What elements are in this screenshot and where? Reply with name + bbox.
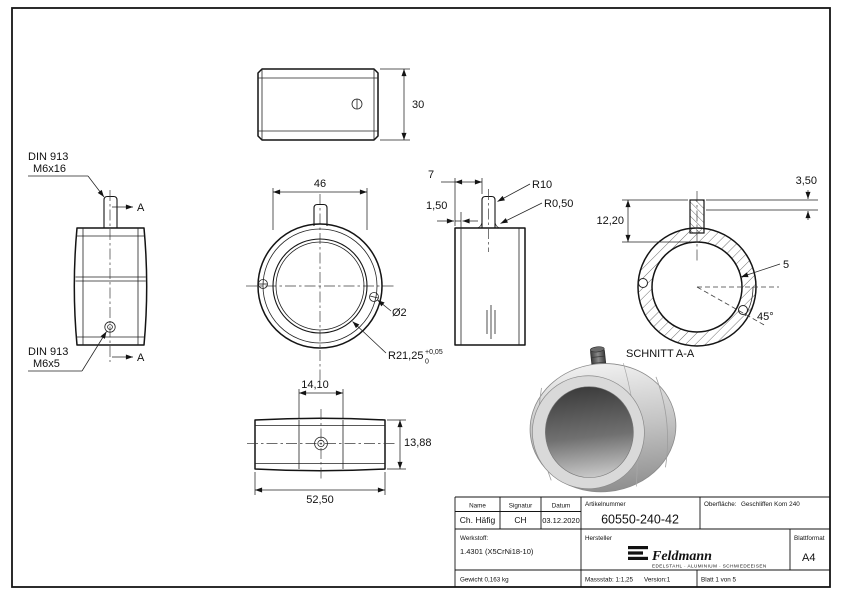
version-value: Version:1 bbox=[644, 577, 671, 584]
date-value: 03.12.2020 bbox=[542, 516, 580, 525]
section-hole-left bbox=[638, 278, 648, 288]
weight-value: Gewicht 0,163 kg bbox=[460, 577, 509, 584]
view-side: 7 1,50 R10 R0,50 bbox=[426, 169, 573, 346]
dim-5-label: 5 bbox=[783, 259, 789, 271]
article-number-label: Artikelnummer bbox=[585, 501, 626, 508]
r050-label: R0,50 bbox=[544, 198, 573, 210]
date-label: Datum bbox=[552, 503, 571, 510]
view-front-left: DIN 913 M6x16 A DIN 913 M6x5 A bbox=[28, 151, 148, 372]
sheet-format-label: Blattformat bbox=[794, 535, 825, 542]
section-title: SCHNITT A-A bbox=[626, 348, 695, 360]
view-top: 30 bbox=[257, 68, 424, 141]
section-hole-right bbox=[738, 305, 748, 315]
dim-45-label: 45° bbox=[757, 311, 774, 323]
dim-52-50: 52,50 bbox=[254, 472, 386, 506]
sheet-number-value: Blatt 1 von 5 bbox=[701, 577, 737, 584]
dim-14-10: 14,10 bbox=[298, 379, 344, 418]
logo-subtext: EDELSTAHL · ALUMINIUM · SCHMIEDEEISEN bbox=[652, 564, 767, 569]
callout-r050: R0,50 bbox=[500, 198, 573, 224]
dim-5250-label: 52,50 bbox=[306, 494, 334, 506]
dim-12-20: 12,20 bbox=[596, 199, 693, 243]
r10-label: R10 bbox=[532, 179, 552, 191]
surface-label: Oberfläche: bbox=[704, 501, 737, 508]
callout-din913-m6x16: DIN 913 M6x16 bbox=[28, 151, 105, 198]
dim-1388-label: 13,88 bbox=[404, 437, 432, 449]
din-bottom-label-1: DIN 913 bbox=[28, 346, 68, 358]
3d-bore bbox=[545, 386, 634, 478]
screw-hole-bottom bbox=[314, 436, 328, 451]
sheet-border bbox=[11, 7, 831, 588]
dim-46: 46 bbox=[272, 178, 368, 230]
name-label: Name bbox=[469, 503, 486, 510]
dim-13-88: 13,88 bbox=[387, 419, 432, 470]
dim-r2125-label: R21,25 bbox=[388, 350, 423, 362]
signature-value: CH bbox=[514, 515, 526, 525]
din-top-label-1: DIN 913 bbox=[28, 151, 68, 163]
view-front-circle: 46 Ø2 R21,25 +0,05 0 bbox=[246, 178, 443, 380]
view-bottom: 14,10 13,88 52,50 bbox=[247, 379, 432, 506]
section-label-bottom: A bbox=[137, 352, 145, 364]
material-value: 1.4301 (X5CrNi18-10) bbox=[460, 547, 534, 556]
dim-150-label: 1,50 bbox=[426, 200, 447, 212]
material-label: Werkstoff: bbox=[460, 535, 488, 542]
name-value: Ch. Häfig bbox=[460, 515, 496, 525]
section-label-top: A bbox=[137, 202, 145, 214]
callout-hole-dia2: Ø2 bbox=[377, 299, 407, 319]
view-section: 12,20 3,50 5 45° SCHNITT A-A bbox=[596, 175, 818, 360]
rim-hole-left bbox=[258, 279, 268, 289]
dim-r2125-tol-upper: +0,05 bbox=[425, 349, 443, 356]
view-3d bbox=[529, 346, 677, 493]
din-top-label-2: M6x16 bbox=[33, 163, 66, 175]
dim-wall-5: 5 bbox=[740, 259, 789, 278]
din-bottom-label-2: M6x5 bbox=[33, 358, 60, 370]
dim-46-label: 46 bbox=[314, 178, 326, 190]
feldmann-logo-icon bbox=[628, 546, 648, 560]
dim-350-label: 3,50 bbox=[796, 175, 817, 187]
dim-angle-45: 45° bbox=[696, 286, 779, 327]
title-block: Name Signatur Datum Ch. Häfig CH 03.12.2… bbox=[454, 496, 830, 587]
dim-1410-label: 14,10 bbox=[301, 379, 329, 391]
scale-value: Massstab: 1:1,25 bbox=[585, 577, 633, 584]
logo-wordmark: Feldmann bbox=[651, 549, 712, 564]
manufacturer-label: Hersteller bbox=[585, 535, 612, 542]
article-number-value: 60550-240-42 bbox=[601, 513, 679, 527]
dim-1-50: 1,50 bbox=[426, 200, 478, 228]
section-arrow-top: A bbox=[112, 202, 145, 214]
dim-7-label: 7 bbox=[428, 169, 434, 181]
dim-r2125-tol-lower: 0 bbox=[425, 359, 429, 366]
callout-bore-radius: R21,25 +0,05 0 bbox=[352, 321, 443, 366]
callout-din913-m6x5: DIN 913 M6x5 bbox=[28, 331, 107, 372]
dim-1220-label: 12,20 bbox=[596, 215, 624, 227]
callout-r10: R10 bbox=[497, 179, 552, 202]
set-screw-bottom bbox=[104, 321, 116, 333]
surface-value: Geschliffen Korn 240 bbox=[741, 501, 800, 508]
dim-30: 30 bbox=[380, 68, 424, 141]
dim-7: 7 bbox=[428, 169, 483, 226]
dim-30-label: 30 bbox=[412, 99, 424, 111]
sheet-format-value: A4 bbox=[802, 552, 815, 564]
set-screw-hole-top bbox=[351, 98, 363, 110]
signature-label: Signatur bbox=[509, 503, 532, 510]
set-screw-pin-front bbox=[313, 203, 328, 226]
rim-hole-right bbox=[369, 292, 379, 302]
section-arrow-bottom: A bbox=[112, 352, 145, 364]
dim-3-50: 3,50 bbox=[706, 175, 818, 220]
dim-dia2-label: Ø2 bbox=[392, 307, 407, 319]
set-screw-pin bbox=[103, 195, 118, 228]
